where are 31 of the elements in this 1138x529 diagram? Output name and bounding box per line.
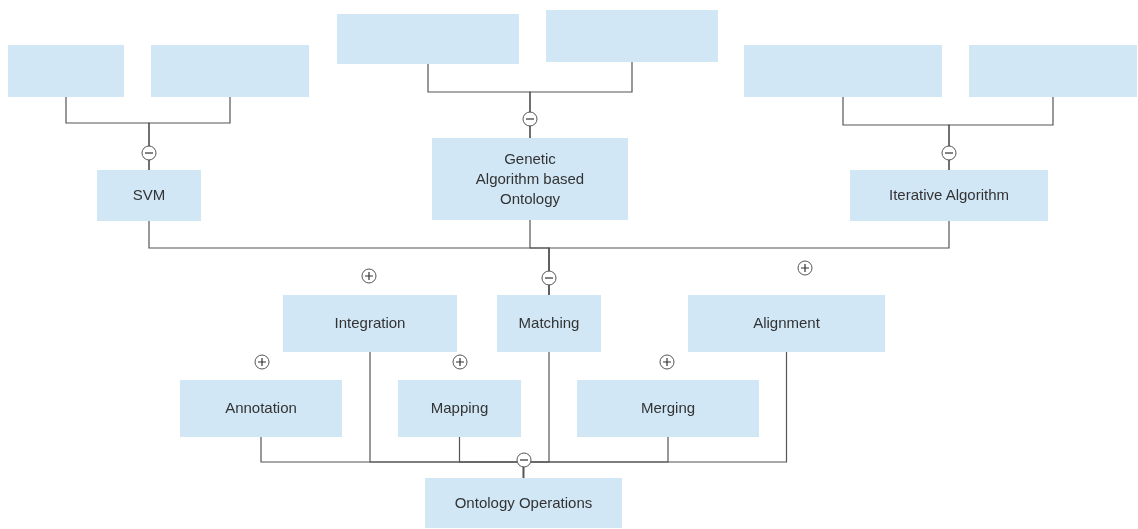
connector-line [529,61,633,139]
process-box [546,10,718,62]
node-label: Iterative Algorithm [888,185,1010,206]
process-box [283,295,457,352]
process-box [688,295,885,352]
connector-line [948,96,1054,171]
process-box [969,45,1137,97]
process-box [398,380,521,437]
node-label: Mapping [430,398,489,419]
process-box [180,380,342,437]
process-box [744,45,942,97]
process-box [577,380,759,437]
node-label: Ontology Operations [454,492,593,513]
node-label: Integration [334,313,406,334]
connector-line [522,351,788,479]
process-box [497,295,601,352]
connector-line [548,220,950,296]
node-label: Matching [518,313,580,334]
node-label: Alignment [753,313,820,334]
process-box [151,45,309,97]
process-box [337,14,519,64]
process-box [425,478,622,528]
process-box [432,138,628,220]
process-box [97,170,201,221]
node-label: SVM [132,185,166,206]
node-label: Merging [640,398,696,419]
node-label: Annotation [225,398,297,419]
connector-line [148,96,231,171]
node-label: Genetic Algorithm based Ontology [474,148,586,210]
process-box [8,45,124,97]
process-box [850,170,1048,221]
